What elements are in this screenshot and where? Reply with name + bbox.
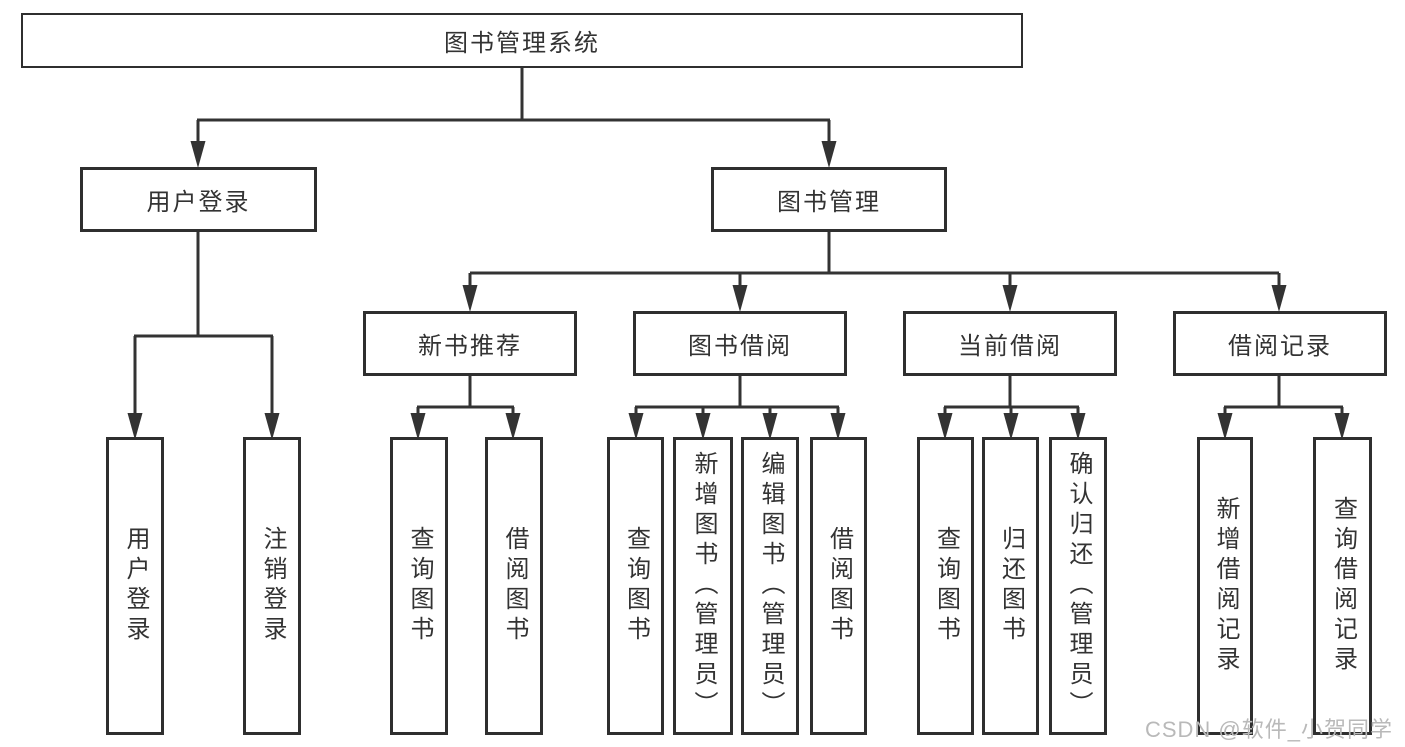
arrowhead [1003,413,1019,440]
node-book-borrowing: 图书借阅 [633,311,847,376]
leaf-confirm-return-admin: 确认归还（管理员） [1049,437,1107,735]
node-current-borrowing: 当前借阅 [903,311,1117,376]
node-label: 归还图书 [997,526,1025,646]
leaf-add-borrow-record: 新增借阅记录 [1197,437,1253,735]
arrowhead [628,413,644,440]
arrowhead [821,141,837,168]
node-label: 新增图书（管理员） [690,451,717,721]
leaf-add-book-admin: 新增图书（管理员） [673,437,733,735]
node-label: 查询图书 [932,526,960,646]
node-label: 新增借阅记录 [1212,496,1239,676]
arrowhead [1217,413,1233,440]
leaf-edit-book-admin: 编辑图书（管理员） [741,437,799,735]
node-label: 查询图书 [406,526,433,646]
arrowhead [1070,413,1086,440]
leaf-query-books: 查询图书 [390,437,448,735]
leaf-query-books: 查询图书 [917,437,974,735]
leaf-borrow-books: 借阅图书 [485,437,543,735]
node-user-login: 用户登录 [80,167,317,232]
leaf-return-books: 归还图书 [982,437,1039,735]
arrowhead [695,413,711,440]
leaf-logout: 注销登录 [243,437,301,735]
arrowhead [937,413,953,440]
node-new-book-recommend: 新书推荐 [363,311,577,376]
node-label: 确认归还（管理员） [1065,451,1092,721]
arrowhead [1002,285,1018,312]
arrowhead [410,413,426,440]
arrowhead [190,141,206,168]
arrowhead [830,413,846,440]
node-library-management-system: 图书管理系统 [21,13,1023,68]
arrowhead [462,285,478,312]
leaf-query-borrow-record: 查询借阅记录 [1313,437,1372,735]
node-label: 借阅图书 [825,526,853,646]
leaf-borrow-books: 借阅图书 [810,437,867,735]
node-book-management: 图书管理 [711,167,947,232]
watermark: CSDN @软件_小贺同学 [1144,717,1393,742]
arrowhead [1271,285,1287,312]
node-label: 查询图书 [622,526,650,646]
arrowhead [732,285,748,312]
node-label: 注销登录 [259,526,286,646]
arrowhead [127,413,143,440]
node-label: 借阅图书 [501,526,528,646]
leaf-user-login: 用户登录 [106,437,164,735]
arrowhead [1334,413,1350,440]
node-borrowing-records: 借阅记录 [1173,311,1387,376]
arrowhead [505,413,521,440]
node-label: 查询借阅记录 [1329,496,1357,676]
leaf-query-books: 查询图书 [607,437,664,735]
node-label: 用户登录 [122,526,149,646]
arrowhead [264,413,280,440]
arrowhead [762,413,778,440]
node-label: 编辑图书（管理员） [757,451,784,721]
